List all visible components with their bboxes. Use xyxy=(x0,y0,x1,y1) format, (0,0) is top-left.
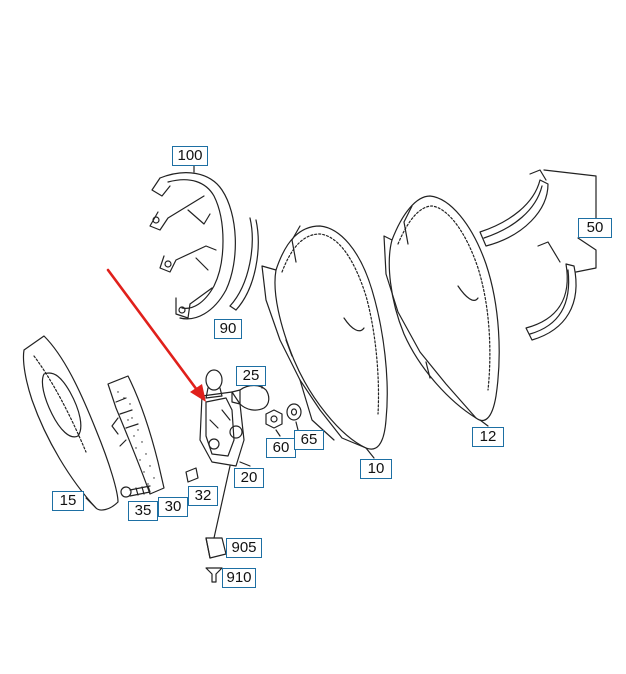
part-30-reinforcement xyxy=(107,375,165,495)
part-90-seal-strip xyxy=(229,217,259,311)
part-20-bulb-holder xyxy=(199,369,245,539)
callout-60: 60 xyxy=(266,438,296,458)
part-60-nut xyxy=(265,409,283,429)
part-50-trim-strips xyxy=(479,169,597,341)
leader-lines xyxy=(193,163,489,467)
part-35-screw xyxy=(120,485,151,498)
part-10-headlamp-housing xyxy=(261,225,388,450)
callout-35: 35 xyxy=(128,501,158,521)
callout-10: 10 xyxy=(360,459,392,479)
callout-50: 50 xyxy=(578,218,612,238)
part-32-clip xyxy=(185,467,199,483)
callout-12: 12 xyxy=(472,427,504,447)
part-15-cover-panel xyxy=(22,335,119,511)
stipple-texture xyxy=(117,391,155,485)
part-905-connector xyxy=(205,537,227,559)
callout-32: 32 xyxy=(188,486,218,506)
part-100-bracket xyxy=(149,172,236,320)
callout-905: 905 xyxy=(226,538,262,558)
callout-90: 90 xyxy=(214,319,242,339)
pointer-arrow xyxy=(106,268,206,402)
callout-65: 65 xyxy=(294,430,324,450)
callout-910: 910 xyxy=(222,568,256,588)
part-12-headlamp-housing xyxy=(383,195,500,422)
callout-20: 20 xyxy=(234,468,264,488)
callout-25: 25 xyxy=(236,366,266,386)
callout-15: 15 xyxy=(52,491,84,511)
part-910-pin xyxy=(205,567,223,583)
callout-30: 30 xyxy=(158,497,188,517)
part-25-bulb xyxy=(231,384,270,411)
part-65-washer xyxy=(286,403,302,421)
callout-100: 100 xyxy=(172,146,208,166)
